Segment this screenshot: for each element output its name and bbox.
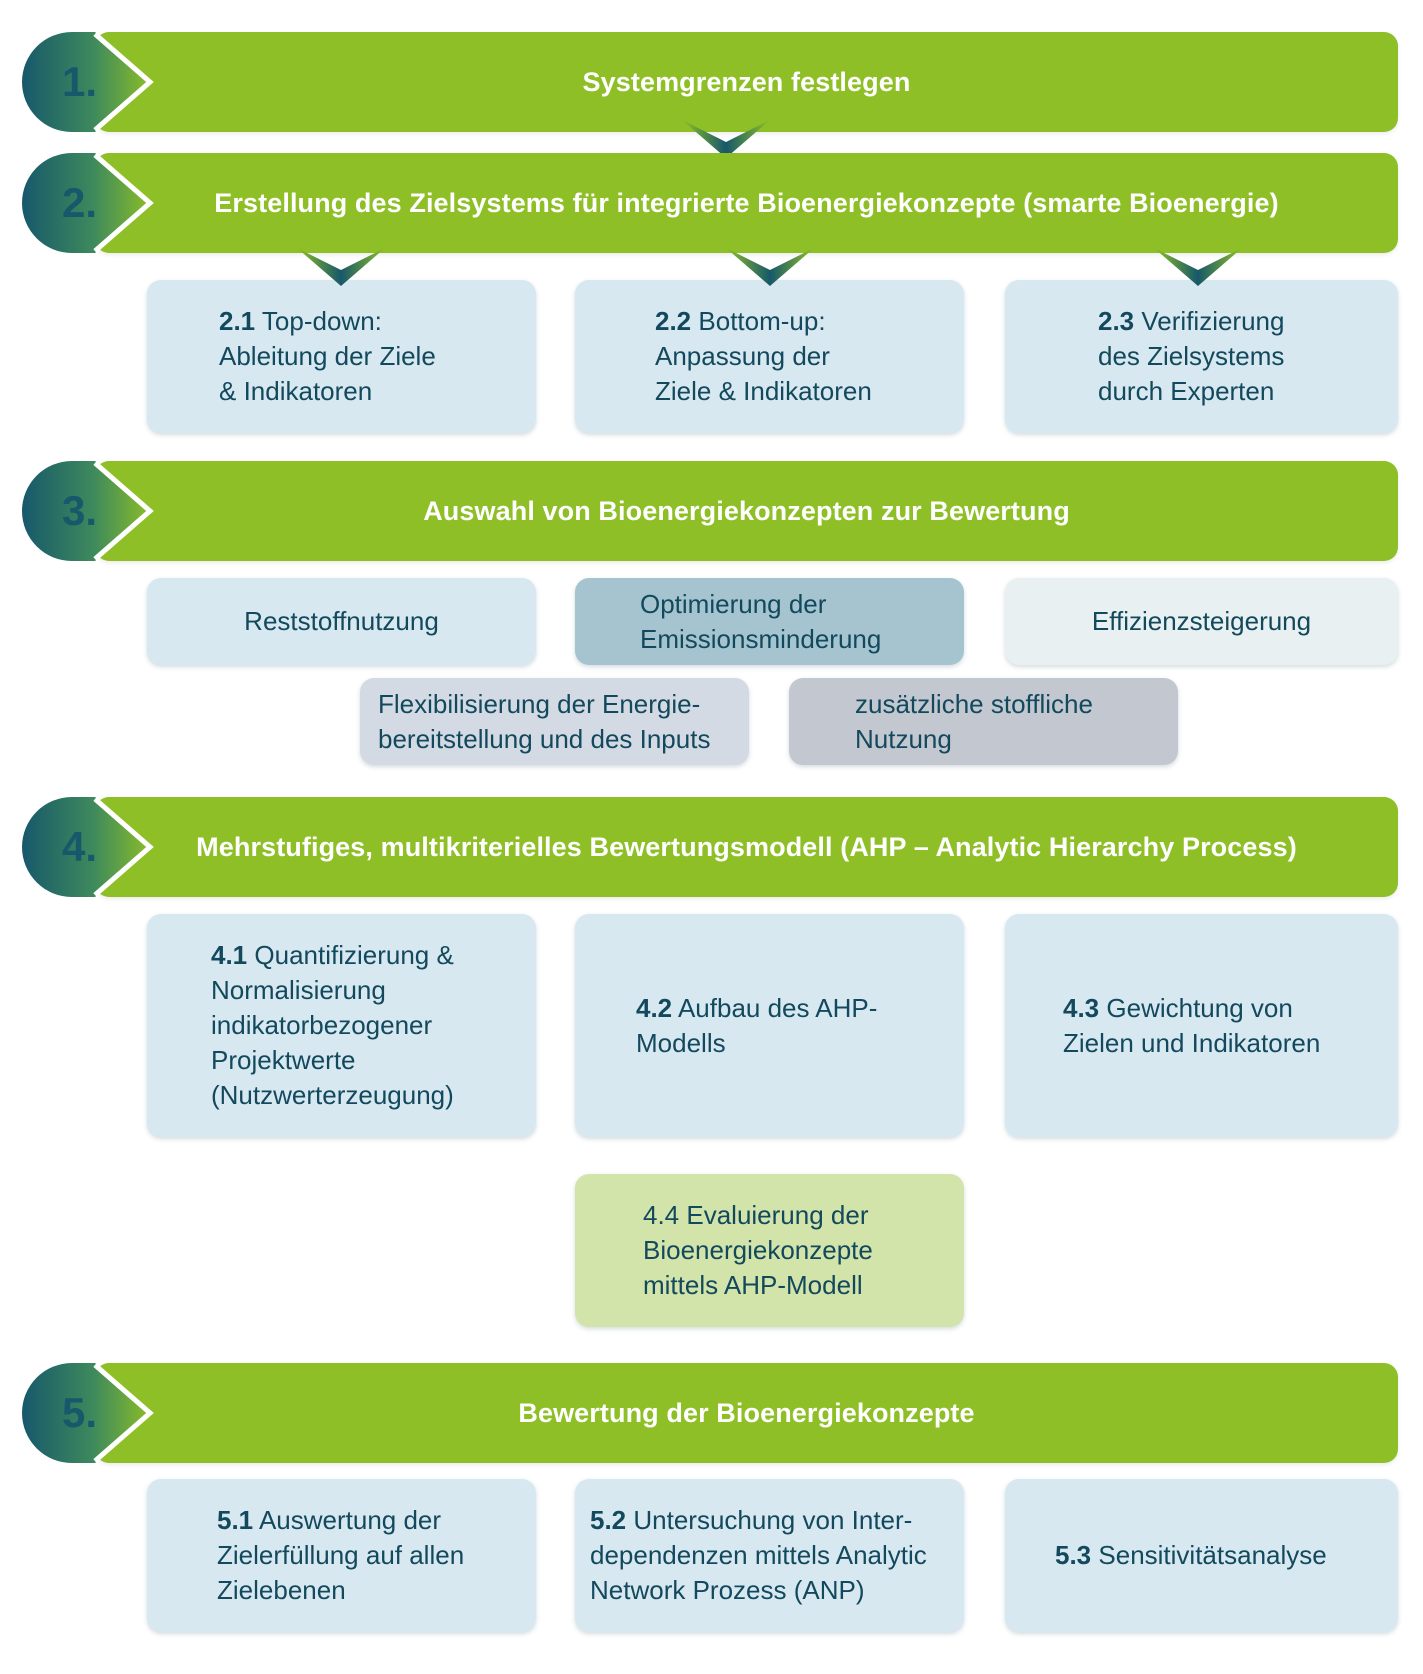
concept-emissionsminderung: Optimierung der Emissionsminderung bbox=[575, 578, 964, 665]
sub-step-text: Quantifizierung & bbox=[254, 940, 454, 970]
step-2-title: Erstellung des Zielsystems für integrier… bbox=[214, 187, 1279, 218]
sub-step-5-1: 5.1 Auswertung der Zielerfüllung auf all… bbox=[147, 1479, 536, 1632]
step-3-badge-icon bbox=[22, 461, 154, 561]
sub-step-4-4: 4.4 Evaluierung der Bioenergiekonzepte m… bbox=[575, 1174, 964, 1327]
step-2-banner bbox=[95, 153, 1398, 253]
step-1-banner bbox=[95, 32, 1398, 132]
concept-text: Optimierung der bbox=[640, 588, 827, 619]
step-3-banner bbox=[95, 461, 1398, 561]
sub-step-2-2: 2.2 Bottom-up: Anpassung der Ziele & Ind… bbox=[575, 280, 964, 433]
sub-step-text: mittels AHP-Modell bbox=[643, 1270, 863, 1300]
sub-step-text: Zielen und Indikatoren bbox=[1063, 1027, 1321, 1058]
sub-step-text: 4.4 Evaluierung der bbox=[643, 1200, 869, 1230]
sub-step-text: Verifizierung bbox=[1141, 306, 1285, 336]
concept-stoffliche-nutzung: zusätzliche stoffliche Nutzung bbox=[789, 678, 1178, 765]
sub-step-5-3: 5.3 Sensitivitätsanalyse bbox=[1005, 1479, 1398, 1632]
sub-step-text: Gewichtung von bbox=[1106, 992, 1293, 1023]
sub-step-text: Aufbau des AHP- bbox=[677, 992, 878, 1023]
sub-step-2-3: 2.3 Verifizierung des Zielsystems durch … bbox=[1005, 280, 1398, 433]
concept-reststoffnutzung: Reststoffnutzung bbox=[147, 578, 536, 665]
sub-step-text: Untersuchung von Inter- bbox=[633, 1505, 913, 1535]
sub-step-text: (Nutzwerterzeugung) bbox=[211, 1080, 454, 1110]
step-2-number: 2. bbox=[62, 179, 98, 226]
sub-step-text: Zielebenen bbox=[217, 1575, 346, 1605]
step-3: 3. Auswahl von Bioenergiekonzepten zur B… bbox=[0, 461, 1398, 561]
sub-step-number: 2.1 bbox=[219, 306, 256, 336]
sub-step-text: Normalisierung bbox=[211, 975, 386, 1005]
step-5-title: Bewertung der Bioenergiekonzepte bbox=[518, 1397, 975, 1428]
concept-text: bereitstellung und des Inputs bbox=[378, 723, 711, 754]
sub-step-number: 4.2 bbox=[636, 992, 673, 1023]
sub-step-text: indikatorbezogener bbox=[211, 1010, 433, 1040]
sub-step-text: dependenzen mittels Analytic bbox=[590, 1540, 927, 1570]
step-1-badge-icon bbox=[22, 32, 154, 132]
arrow-down-icon bbox=[297, 248, 385, 286]
concept-text: Reststoffnutzung bbox=[244, 606, 439, 636]
sub-step-4-3: 4.3 Gewichtung von Zielen und Indikatore… bbox=[1005, 914, 1398, 1137]
sub-step-text: Zielerfüllung auf allen bbox=[217, 1540, 465, 1570]
concept-flexibilisierung: Flexibilisierung der Energie- bereitstel… bbox=[360, 678, 749, 765]
sub-step-text: des Zielsystems bbox=[1098, 341, 1285, 371]
sub-step-number: 2.3 bbox=[1098, 306, 1135, 336]
sub-step-text: Ableitung der Ziele bbox=[219, 341, 436, 371]
sub-step-number: 5.3 bbox=[1055, 1540, 1092, 1570]
step-3-title: Auswahl von Bioenergiekonzepten zur Bewe… bbox=[423, 495, 1070, 526]
sub-step-text: Sensitivitätsanalyse bbox=[1098, 1540, 1327, 1570]
sub-step-5-2: 5.2 Untersuchung von Inter- dependenzen … bbox=[575, 1479, 964, 1632]
sub-step-text: Ziele & Indikatoren bbox=[655, 376, 872, 406]
step-4-title: Mehrstufiges, multikriterielles Bewertun… bbox=[196, 831, 1297, 862]
concept-text: Effizienzsteigerung bbox=[1091, 606, 1312, 636]
sub-step-2-1: 2.1 Top-down: Ableitung der Ziele & Indi… bbox=[147, 280, 536, 433]
step-5-banner bbox=[95, 1363, 1398, 1463]
sub-step-number: 4.3 bbox=[1063, 992, 1100, 1023]
step-4: 4. Mehrstufiges, multikriterielles Bewer… bbox=[0, 797, 1398, 897]
sub-step-text: Top-down: bbox=[261, 306, 382, 336]
concept-effizienzsteigerung: Effizienzsteigerung bbox=[1005, 578, 1398, 665]
sub-step-number: 5.2 bbox=[590, 1505, 627, 1535]
step-4-number: 4. bbox=[62, 823, 98, 870]
sub-step-text: Bioenergiekonzepte bbox=[643, 1235, 873, 1265]
sub-step-text: & Indikatoren bbox=[219, 376, 373, 406]
step-4-banner bbox=[95, 797, 1398, 897]
sub-step-text: Network Prozess (ANP) bbox=[590, 1575, 865, 1605]
step-1: 1. Systemgrenzen festlegen bbox=[0, 32, 1398, 132]
sub-step-text: Projektwerte bbox=[211, 1045, 356, 1075]
sub-step-text: Bottom-up: bbox=[698, 306, 826, 336]
step-1-number: 1. bbox=[62, 58, 98, 105]
sub-step-4-1: 4.1 Quantifizierung & Normalisierung ind… bbox=[147, 914, 536, 1137]
step-2: 2. Erstellung des Zielsystems für integr… bbox=[0, 153, 1398, 253]
concept-text: zusätzliche stoffliche bbox=[855, 688, 1093, 719]
sub-step-4-2: 4.2 Aufbau des AHP- Modells bbox=[575, 914, 964, 1137]
concept-text: Nutzung bbox=[855, 723, 952, 754]
step-5-badge-icon bbox=[22, 1363, 154, 1463]
sub-step-number: 5.1 bbox=[217, 1505, 254, 1535]
sub-step-number: 2.2 bbox=[655, 306, 692, 336]
concept-text: Emissionsminderung bbox=[640, 623, 882, 654]
step-4-badge-icon bbox=[22, 797, 154, 897]
sub-step-text: Modells bbox=[636, 1027, 726, 1058]
step-5-number: 5. bbox=[62, 1389, 98, 1436]
step-2-badge-icon bbox=[22, 153, 154, 253]
concept-text: Flexibilisierung der Energie- bbox=[378, 688, 701, 719]
arrow-down-icon bbox=[1154, 248, 1242, 286]
step-5: 5. Bewertung der Bioenergiekonzepte bbox=[0, 1363, 1398, 1463]
arrow-down-icon bbox=[682, 120, 770, 158]
step-3-number: 3. bbox=[62, 487, 98, 534]
step-1-title: Systemgrenzen festlegen bbox=[582, 66, 911, 97]
sub-step-text: Auswertung der bbox=[258, 1505, 442, 1535]
arrow-down-icon bbox=[726, 248, 814, 286]
sub-step-number: 4.1 bbox=[211, 940, 248, 970]
sub-step-text: durch Experten bbox=[1098, 376, 1275, 406]
sub-step-text: Anpassung der bbox=[655, 341, 830, 371]
